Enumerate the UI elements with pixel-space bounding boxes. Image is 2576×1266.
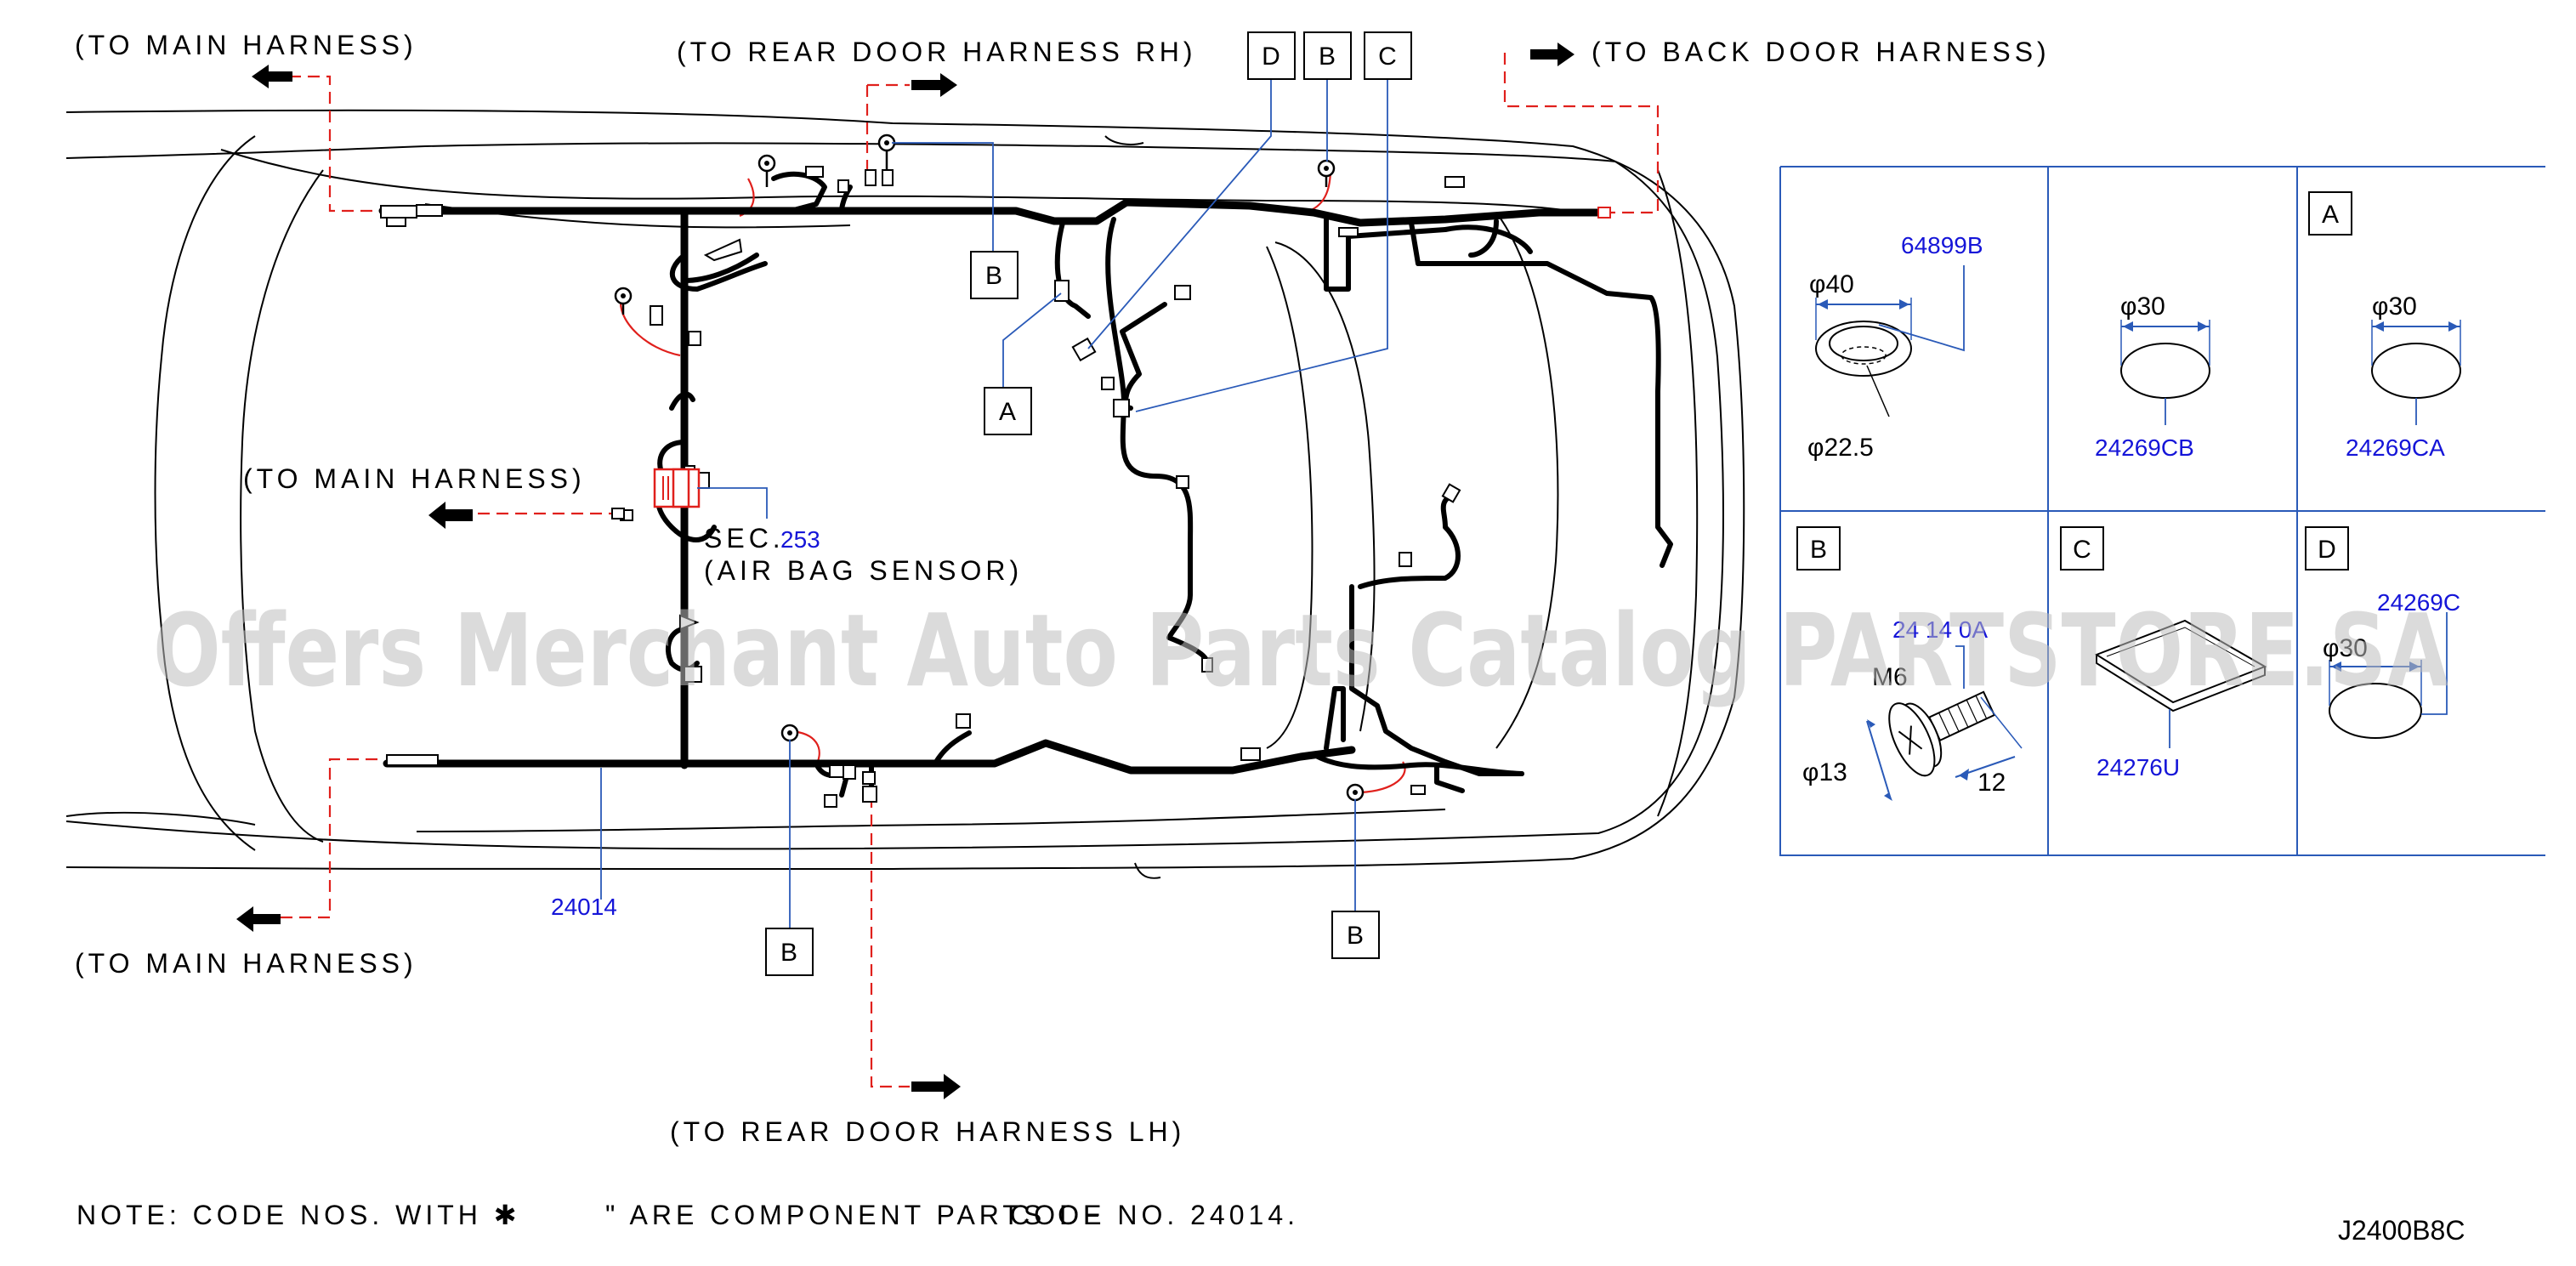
plug-c-part-number[interactable]: 24269C: [2377, 589, 2460, 616]
plug-cb-diameter: φ30: [2120, 292, 2165, 321]
grommet-inner-diameter: φ22.5: [1807, 434, 1874, 462]
label-to-back-door-harness: (TO BACK DOOR HARNESS): [1592, 37, 2051, 67]
svg-text:D: D: [2318, 536, 2336, 564]
harness-route-dashed: [281, 53, 1660, 1088]
svg-text:D: D: [1262, 43, 1280, 71]
callout-box-top-d: D: [1247, 31, 1296, 80]
plug-cb-part-number[interactable]: 24269CB: [2095, 434, 2194, 461]
sec-number-link[interactable]: 253: [780, 526, 820, 553]
callout-box-top-b: B: [1303, 31, 1352, 80]
diagram-code: J2400B8C: [2338, 1215, 2465, 1246]
svg-text:B: B: [1810, 536, 1827, 564]
ground-terminals: [614, 133, 1365, 802]
air-bag-sensor-connector: [653, 468, 701, 508]
plug-ca-diameter: φ30: [2372, 292, 2417, 321]
bolt-part-number[interactable]: 24 14 0A: [1892, 616, 1988, 643]
note-suffix: CODE NO. 24014.: [1010, 1200, 1299, 1230]
callout-box-lower-b2: B: [1331, 911, 1380, 959]
direction-arrows: [236, 43, 1575, 1099]
sec-prefix: SEC.: [704, 523, 785, 554]
panel-plug-24269cb: φ30 24269CB: [2095, 292, 2210, 461]
parts-panel-grid: [1779, 166, 2545, 856]
callout-leaders: [600, 68, 1388, 928]
svg-text:B: B: [780, 939, 797, 967]
svg-text:A: A: [2322, 201, 2339, 229]
label-to-rear-door-harness-rh: (TO REAR DOOR HARNESS RH): [677, 37, 1197, 67]
arrow-rear-door-lh: [911, 1074, 961, 1099]
grommet-outer-diameter: φ40: [1809, 270, 1854, 298]
pad-part-number[interactable]: 24276U: [2097, 754, 2180, 781]
panel-pad-24276u: C 24276U: [2060, 526, 2267, 781]
label-to-main-harness-bottom: (TO MAIN HARNESS): [75, 948, 417, 979]
bolt-length: 12: [1977, 769, 2006, 797]
svg-text:B: B: [1319, 43, 1336, 71]
plug-ca-part-number[interactable]: 24269CA: [2346, 434, 2445, 461]
grommet-part-number[interactable]: 64899B: [1901, 232, 1983, 258]
air-bag-sensor-label: (AIR BAG SENSOR): [704, 555, 1023, 586]
harness-part-number[interactable]: 24014: [551, 894, 617, 920]
arrow-main-top: [252, 65, 292, 88]
note-middle: " ARE COMPONENT PARTS OF: [605, 1200, 1104, 1230]
svg-text:B: B: [985, 262, 1002, 290]
arrow-back-door: [1530, 43, 1575, 66]
svg-text:A: A: [999, 398, 1016, 426]
callout-box-lower-b1: B: [765, 928, 814, 976]
svg-text:C: C: [1378, 43, 1397, 71]
panel-grommet-64899b: φ40 64899B φ22.5: [1807, 232, 1983, 462]
harness-connectors: [380, 166, 1611, 808]
label-to-main-harness-mid: (TO MAIN HARNESS): [243, 463, 586, 494]
arrow-main-mid: [428, 502, 473, 529]
bolt-thread-size: M6: [1872, 663, 1908, 691]
note-prefix: NOTE: CODE NOS. WITH ✱: [77, 1200, 521, 1230]
panel-plug-24269ca: A φ30 24269CA: [2308, 191, 2461, 461]
arrow-rear-door-rh: [911, 73, 957, 97]
panel-plug-24269c: D 24269C φ30: [2305, 526, 2460, 739]
label-to-rear-door-harness-lh: (TO REAR DOOR HARNESS LH): [670, 1116, 1185, 1147]
panel-bolt: B 24 14 0A M6 φ13 12: [1796, 526, 2023, 801]
svg-text:B: B: [1347, 922, 1364, 950]
label-to-main-harness-top: (TO MAIN HARNESS): [75, 30, 417, 60]
svg-text:C: C: [2073, 536, 2091, 564]
bolt-head-diameter: φ13: [1802, 758, 1847, 786]
footer-note: NOTE: CODE NOS. WITH ✱ " ARE COMPONENT P…: [77, 1200, 1299, 1230]
callout-box-top-c: C: [1364, 31, 1412, 80]
callout-box-center-a: A: [984, 387, 1032, 435]
arrow-main-bottom: [236, 906, 281, 932]
watermark: Offers Merchant Auto Parts Catalog PARTS…: [153, 592, 2448, 709]
plug-c-diameter: φ30: [2323, 634, 2368, 662]
callout-box-center-b: B: [970, 251, 1018, 299]
